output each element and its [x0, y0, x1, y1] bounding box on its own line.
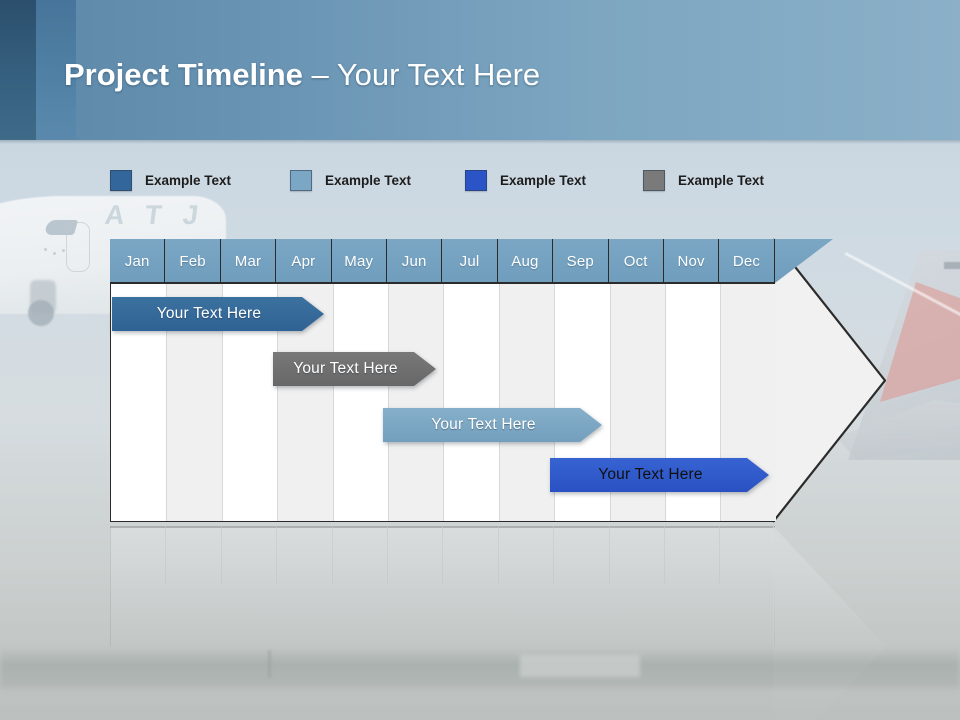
- reflection-gridline: [220, 526, 222, 584]
- legend-label-3: Example Text: [500, 172, 587, 188]
- task-bar-2-label: Your Text Here: [293, 360, 398, 377]
- month-column-aug: [498, 240, 555, 521]
- chart-reflection: [110, 526, 886, 720]
- gridline: [221, 240, 223, 521]
- reflection-gridline: [331, 526, 333, 584]
- month-column-mar: [221, 240, 278, 521]
- gridline: [498, 240, 500, 521]
- month-column-feb: [166, 240, 222, 521]
- header-accent-band-dark: [0, 0, 36, 140]
- month-header-jul[interactable]: Jul: [442, 239, 498, 283]
- legend: Example Text Example Text Example Text E…: [110, 166, 830, 196]
- month-label-mar: Mar: [234, 252, 262, 270]
- landing-wheel-icon: [28, 300, 54, 326]
- page-title-separator: –: [302, 57, 337, 92]
- background-treeline: [0, 648, 960, 688]
- reflection-gridline: [664, 526, 665, 584]
- page-title: Project Timeline – Your Text Here: [64, 57, 541, 92]
- airplane-tail-marking: [944, 262, 960, 269]
- month-label-sep: Sep: [566, 252, 594, 270]
- month-label-aug: Aug: [511, 252, 539, 270]
- gridline: [665, 240, 666, 521]
- reflection-gridline: [387, 526, 388, 584]
- task-bar-3-shape: [383, 408, 602, 442]
- task-bar-4-label: Your Text Here: [598, 466, 703, 483]
- header-drop-shadow: [0, 140, 960, 144]
- page-title-light: Your Text Here: [336, 57, 541, 92]
- airplane-door-icon: [66, 222, 90, 272]
- legend-swatch-icon-1: [110, 169, 132, 191]
- gridline: [720, 240, 722, 521]
- legend-item-3[interactable]: Example Text: [465, 166, 586, 194]
- reflection-gridline: [497, 526, 499, 584]
- month-label-jun: Jun: [401, 252, 427, 270]
- slide-header: [0, 0, 960, 140]
- month-label-dec: Dec: [732, 252, 761, 270]
- page-title-strong: Project Timeline: [64, 57, 303, 92]
- legend-swatch-icon-2: [290, 169, 312, 191]
- task-bar-3[interactable]: Your Text Here: [383, 408, 602, 442]
- month-header-nov[interactable]: Nov: [663, 239, 720, 283]
- month-header-aug[interactable]: Aug: [497, 239, 554, 283]
- reflection-gridline: [276, 526, 278, 584]
- month-label-jul: Jul: [459, 252, 480, 270]
- month-label-jan: Jan: [124, 252, 150, 270]
- header-accent-band-mid: [36, 0, 76, 140]
- airplane-marking-dots: [44, 248, 70, 264]
- reflection-gridline: [165, 526, 167, 584]
- task-bar-1[interactable]: Your Text Here: [112, 297, 324, 331]
- reflection-gridline: [442, 526, 444, 584]
- legend-label-2: Example Text: [325, 172, 412, 188]
- airplane-fuselage-text: A T J: [103, 200, 207, 230]
- month-label-may: May: [344, 252, 374, 270]
- month-header-oct[interactable]: Oct: [608, 239, 664, 283]
- chart-arrow-head: [773, 237, 886, 523]
- month-label-feb: Feb: [179, 252, 206, 270]
- legend-label-1: Example Text: [145, 172, 232, 188]
- task-bar-1-label: Your Text Here: [156, 305, 262, 322]
- reflection-gridline: [608, 526, 610, 584]
- chart-arrow-head-outline: [773, 238, 886, 523]
- month-header-feb[interactable]: Feb: [165, 239, 221, 283]
- month-header-apr[interactable]: Apr: [276, 239, 332, 283]
- month-header-dec[interactable]: Dec: [719, 239, 775, 283]
- chart-reflection-body: [110, 526, 775, 646]
- month-header-row: Jan Feb Mar Apr May Jun Jul Aug Sep Oct …: [110, 239, 775, 283]
- month-label-apr: Apr: [291, 252, 316, 270]
- reflection-gridline: [553, 526, 555, 584]
- month-label-oct: Oct: [623, 252, 648, 270]
- legend-swatch-icon-3: [465, 169, 487, 191]
- legend-swatch-icon-4: [643, 169, 665, 191]
- month-header-may[interactable]: May: [331, 239, 387, 283]
- month-column-jul: [443, 240, 499, 521]
- legend-item-4[interactable]: Example Text: [643, 166, 764, 194]
- month-header-jan[interactable]: Jan: [110, 239, 166, 283]
- month-label-nov: Nov: [677, 252, 705, 270]
- month-header-sep[interactable]: Sep: [553, 239, 609, 283]
- legend-item-2[interactable]: Example Text: [290, 166, 411, 194]
- background-tower: [268, 650, 271, 678]
- chart-reflection-topline: [110, 526, 775, 528]
- gridline: [166, 240, 168, 521]
- gridline: [609, 240, 611, 521]
- month-header-underline: [110, 282, 775, 284]
- month-header-jun[interactable]: Jun: [386, 239, 443, 283]
- task-bar-4-shape: [550, 458, 769, 492]
- task-bar-2-shape: [273, 352, 436, 386]
- legend-label-4: Example Text: [678, 172, 765, 188]
- reflection-gridline: [719, 526, 721, 584]
- month-header-mar[interactable]: Mar: [220, 239, 277, 283]
- task-bar-2[interactable]: Your Text Here: [273, 352, 436, 386]
- chart-reflection-arrow: [773, 526, 886, 720]
- gridline: [554, 240, 556, 521]
- task-bar-3-label: Your Text Here: [431, 416, 536, 433]
- gridline: [443, 240, 445, 521]
- task-bar-4[interactable]: Your Text Here: [550, 458, 769, 492]
- background-terminal-building: [520, 655, 640, 677]
- task-bar-1-shape: [112, 297, 324, 331]
- legend-item-1[interactable]: Example Text: [110, 166, 231, 194]
- gantt-chart: Jan Feb Mar Apr May Jun Jul Aug Sep Oct …: [110, 237, 886, 524]
- month-column-jan: [111, 240, 167, 521]
